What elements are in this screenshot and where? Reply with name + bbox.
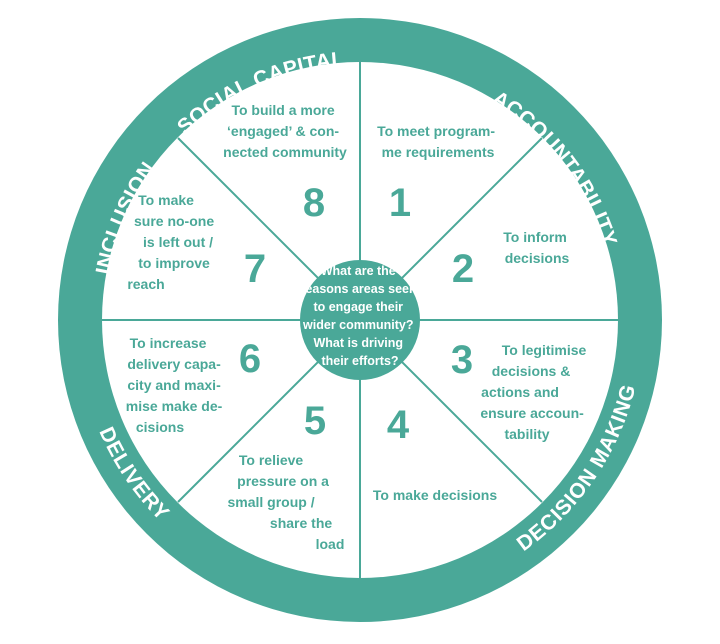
segment-3-number: 3 bbox=[451, 338, 473, 382]
segment-text-line: To make decisions bbox=[373, 487, 497, 503]
segment-text-line: decisions bbox=[505, 250, 570, 266]
segment-6-number: 6 bbox=[239, 337, 261, 381]
segment-2: To inform decisions 2 bbox=[452, 229, 570, 291]
segment-text-line: decisions & bbox=[492, 363, 571, 379]
segment-1-text: To meet program- me requirements bbox=[377, 123, 499, 160]
segment-4-text: To make decisions bbox=[373, 487, 497, 503]
segment-7-text: To make sure no-one is left out / to imp… bbox=[127, 192, 218, 292]
segment-text-line: delivery capa- bbox=[127, 356, 221, 372]
segment-8: To build a more ‘engaged’ & con- nected … bbox=[223, 102, 347, 225]
segment-5-number: 5 bbox=[304, 399, 326, 443]
center-hub bbox=[300, 260, 420, 380]
segment-6: To increase delivery capa- city and maxi… bbox=[126, 335, 261, 435]
segment-4-number: 4 bbox=[387, 403, 410, 447]
segment-text-line: is left out / bbox=[143, 234, 213, 250]
segment-3-text: To legitimise decisions & actions and en… bbox=[480, 342, 590, 442]
segment-2-text: To inform decisions bbox=[503, 229, 570, 266]
segment-text-line: actions and bbox=[481, 384, 559, 400]
segment-text-line: reach bbox=[127, 276, 164, 292]
segment-text-line: small group / bbox=[227, 494, 314, 510]
center-question: What are the reasons areas seek to engag… bbox=[301, 264, 420, 368]
segment-7-number: 7 bbox=[244, 247, 266, 291]
segment-1-number: 1 bbox=[389, 181, 411, 225]
segment-text-line: city and maxi- bbox=[127, 377, 221, 393]
segment-text-line: To relieve bbox=[239, 452, 304, 468]
segment-1: To meet program- me requirements 1 bbox=[377, 123, 499, 225]
center-line: What is driving bbox=[313, 336, 403, 350]
segment-text-line: To build a more bbox=[231, 102, 334, 118]
segment-text-line: pressure on a bbox=[237, 473, 329, 489]
segment-text-line: ‘engaged’ & con- bbox=[227, 123, 339, 139]
center-line: reasons areas seek bbox=[301, 282, 416, 296]
segment-2-number: 2 bbox=[452, 247, 474, 291]
segment-5: To relieve pressure on a small group / s… bbox=[227, 399, 344, 552]
segment-text-line: me requirements bbox=[382, 144, 495, 160]
segment-text-line: To meet program- bbox=[377, 123, 495, 139]
segment-text-line: cisions bbox=[136, 419, 184, 435]
segment-text-line: To legitimise bbox=[502, 342, 587, 358]
segment-3: To legitimise decisions & actions and en… bbox=[451, 338, 590, 442]
segment-text-line: to improve bbox=[138, 255, 210, 271]
segment-7: To make sure no-one is left out / to imp… bbox=[127, 192, 266, 292]
center-line: What are the bbox=[321, 264, 396, 278]
segment-6-text: To increase delivery capa- city and maxi… bbox=[126, 335, 226, 435]
segment-text-line: tability bbox=[504, 426, 549, 442]
segment-text-line: nected community bbox=[223, 144, 347, 160]
segment-text-line: share the bbox=[270, 515, 332, 531]
segment-text-line: To make bbox=[138, 192, 194, 208]
segment-text-line: To increase bbox=[130, 335, 207, 351]
segment-8-text: To build a more ‘engaged’ & con- nected … bbox=[223, 102, 347, 160]
segment-4: To make decisions 4 bbox=[373, 403, 497, 503]
segment-text-line: load bbox=[316, 536, 345, 552]
segment-text-line: To inform bbox=[503, 229, 567, 245]
center-line: to engage their bbox=[313, 300, 403, 314]
segment-8-number: 8 bbox=[303, 181, 325, 225]
center-line: their efforts? bbox=[321, 354, 398, 368]
segment-text-line: mise make de- bbox=[126, 398, 223, 414]
segment-5-text: To relieve pressure on a small group / s… bbox=[227, 452, 344, 552]
segment-text-line: sure no-one bbox=[134, 213, 214, 229]
center-line: wider community? bbox=[302, 318, 413, 332]
segment-text-line: ensure accoun- bbox=[480, 405, 584, 421]
